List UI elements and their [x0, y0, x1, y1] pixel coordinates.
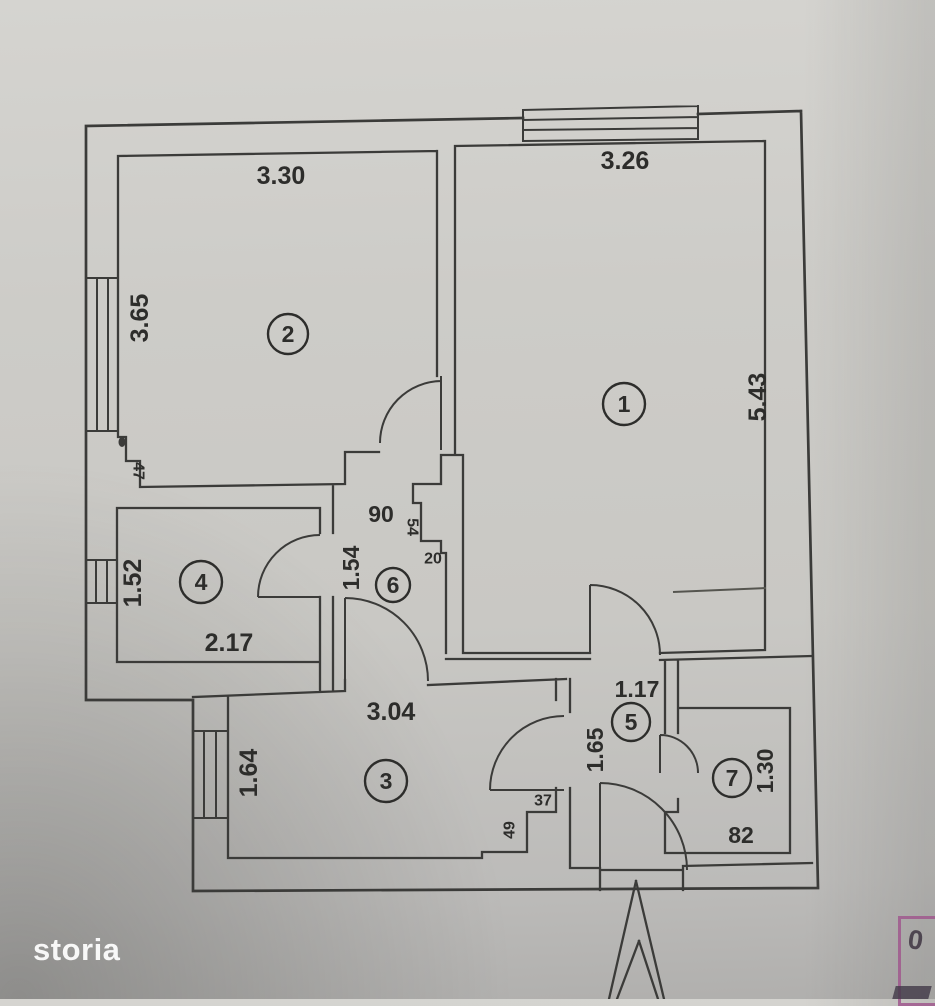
- dim-niche-width: 37: [534, 793, 552, 810]
- door-arc-hall-to-room3: [344, 597, 429, 682]
- door-arc-room2: [379, 376, 442, 450]
- room-number: 7: [726, 765, 739, 791]
- room-number: 1: [618, 391, 631, 417]
- room-number: 4: [195, 569, 208, 595]
- room-number: 3: [380, 768, 393, 794]
- door-arc-entrance: [599, 782, 688, 871]
- dim-niche-depth: 49: [502, 821, 519, 839]
- dim-room4-width: 2.17: [205, 629, 254, 657]
- door-arc-room1: [589, 584, 661, 656]
- window-symbol-left-room4: [85, 559, 118, 604]
- dim-room4-height: 1.52: [119, 559, 147, 608]
- north-arrow-icon: [607, 879, 666, 999]
- stamp-partial-mark: [892, 986, 932, 999]
- storia-watermark-logo: storia: [33, 932, 121, 967]
- dim-room6-height: 1.54: [338, 545, 364, 590]
- dim-room7-width: 82: [728, 822, 754, 848]
- room-number: 2: [282, 321, 295, 347]
- room-number: 5: [625, 709, 638, 735]
- room-number-badge-3: 3: [363, 758, 409, 804]
- window-symbol-top-room1: [521, 104, 700, 143]
- stamp-character: 0: [906, 924, 926, 956]
- dim-room3-height: 1.64: [235, 749, 263, 798]
- room-number-badge-2: 2: [266, 312, 310, 356]
- window-symbol-left-room3: [192, 730, 229, 819]
- dim-room1-width: 3.26: [601, 147, 650, 175]
- room-number-badge-4: 4: [178, 559, 224, 605]
- door-arc-room5-to-room3: [489, 715, 565, 791]
- closet-line: [672, 587, 767, 593]
- room-number-badge-6: 6: [374, 566, 412, 604]
- room-number-badge-5: 5: [610, 701, 652, 743]
- dim-duct-step: 20: [424, 551, 442, 568]
- dim-hall-width: 90: [368, 501, 394, 527]
- dim-room3-width: 3.04: [367, 698, 416, 726]
- dim-duct-width: 54: [404, 518, 421, 536]
- dim-room2-width: 3.30: [257, 162, 306, 190]
- dim-corner-step: 47: [130, 462, 147, 480]
- interior-walls: [115, 139, 814, 892]
- room-number-badge-1: 1: [601, 381, 647, 427]
- dimension-labels: 3.30 3.65 3.26 5.43 2.17 1.52 90 54 20 1…: [119, 147, 778, 848]
- dim-room1-height: 5.43: [744, 373, 772, 422]
- dim-room2-height: 3.65: [126, 294, 154, 343]
- dim-room5-height: 1.65: [582, 727, 608, 772]
- dim-room5-width: 1.17: [615, 676, 660, 702]
- door-arc-room4: [257, 534, 321, 598]
- room-number: 6: [387, 572, 400, 598]
- room-number-badge-7: 7: [711, 757, 753, 799]
- dim-room7-height: 1.30: [752, 749, 778, 794]
- door-arc-room7: [659, 734, 699, 774]
- window-symbol-left-room2: [85, 277, 119, 432]
- outer-walls: [84, 109, 820, 893]
- small-mark: [118, 437, 126, 447]
